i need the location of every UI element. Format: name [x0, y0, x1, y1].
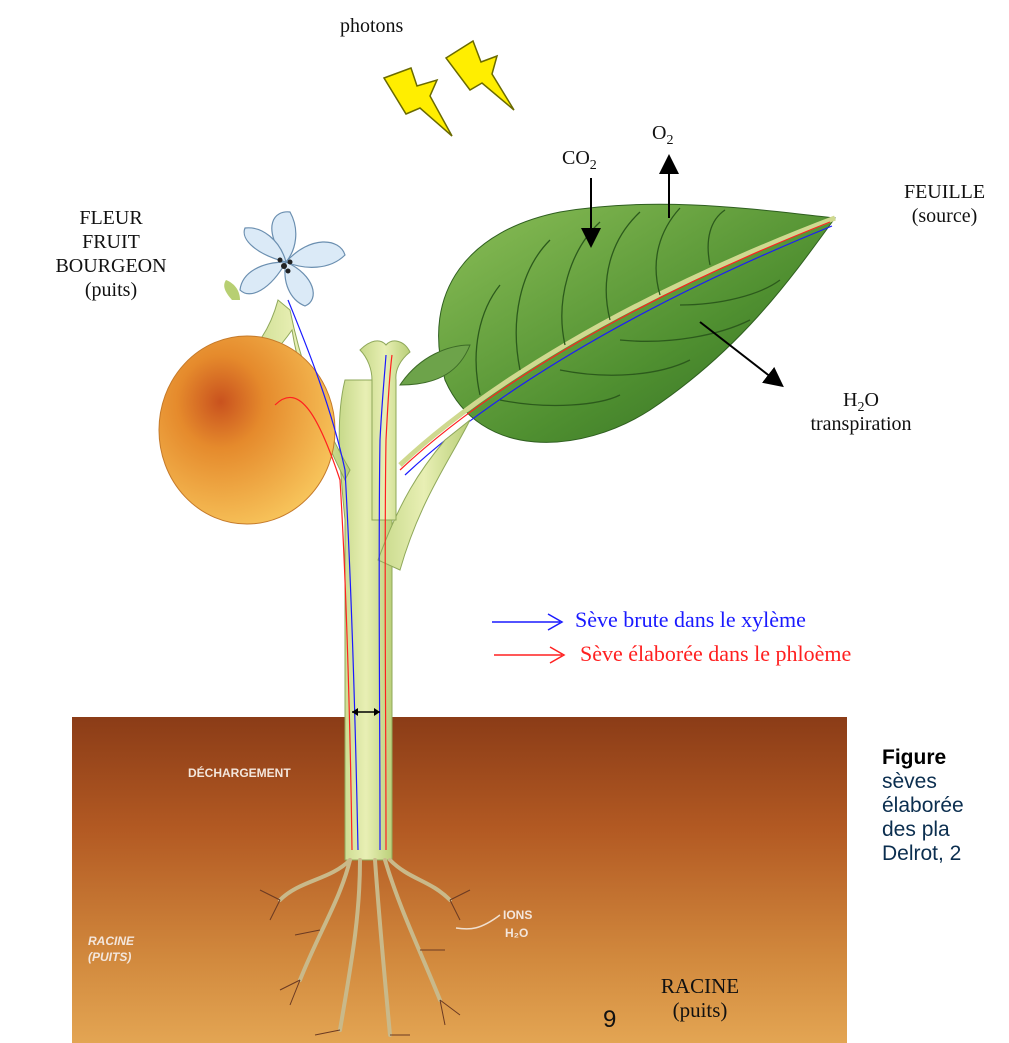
racine-label: RACINE (puits) [640, 974, 760, 1022]
o2-label: O2 [652, 121, 673, 145]
lightning-bolt-right [446, 41, 514, 110]
soil-puits-label: (PUITS) [88, 950, 131, 964]
soil-h2o-label: H₂O [505, 926, 528, 940]
legend-phloem-label: Sève élaborée dans le phloème [580, 641, 851, 667]
flower [240, 212, 345, 306]
photons-label: photons [340, 14, 403, 38]
feuille-role-label: (source) [880, 204, 1009, 228]
figure-caption: Figure sèves élaborée des pla Delrot, 2 [882, 746, 1009, 866]
figure-caption-title: Figure [882, 746, 1009, 770]
h2o-transpiration-label: H2O transpiration [776, 388, 946, 436]
ions-label: IONS [503, 908, 532, 922]
legend-xylem-label: Sève brute dans le xylème [575, 607, 806, 633]
fruit [159, 336, 335, 524]
dechargement-label: DÉCHARGEMENT [188, 766, 291, 780]
feuille-label: FEUILLE (source) [880, 180, 1009, 228]
lightning-bolt-left [384, 68, 452, 136]
soil-racine-label: RACINE [88, 934, 134, 948]
page-number: 9 [603, 1008, 616, 1032]
co2-label: CO2 [562, 146, 597, 170]
fleur-fruit-bourgeon-label: FLEUR FRUIT BOURGEON (puits) [36, 206, 186, 302]
